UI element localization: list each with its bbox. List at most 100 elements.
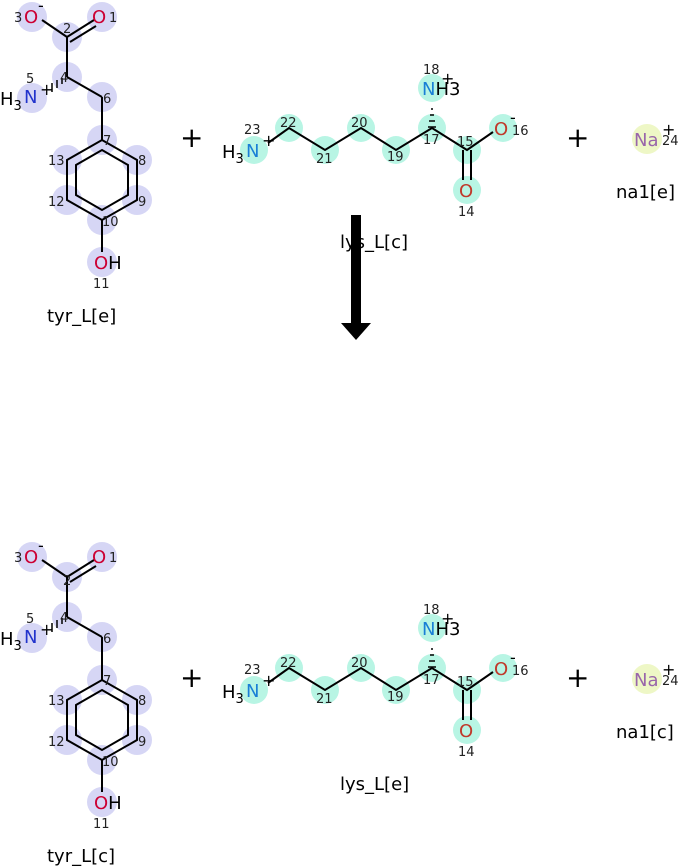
svg-text:23: 23 xyxy=(244,123,261,138)
svg-text:11: 11 xyxy=(93,277,110,292)
svg-text:8: 8 xyxy=(138,154,146,169)
svg-text:NH3: NH3 xyxy=(422,619,460,640)
svg-text:3: 3 xyxy=(14,11,22,26)
svg-text:+: + xyxy=(262,671,275,690)
svg-text:6: 6 xyxy=(103,92,111,107)
na-top-label: Na xyxy=(634,130,659,151)
svg-text:16: 16 xyxy=(512,124,529,139)
na-top-name: na1[e] xyxy=(616,182,675,203)
svg-text:14: 14 xyxy=(458,745,475,760)
svg-text:2: 2 xyxy=(63,22,71,37)
lys-n23-charge: + xyxy=(262,131,275,150)
lys-molecule-bottom: H3 N + NH3 + O - O 14 15 16 17 18 19 20 … xyxy=(222,603,529,795)
tyr-molecule-bottom: O O - H3 N + OH 1 2 3 4 5 6 7 8 9 10 11 … xyxy=(0,536,152,867)
svg-text:N: N xyxy=(246,681,259,702)
svg-text:12: 12 xyxy=(48,195,65,210)
svg-text:9: 9 xyxy=(138,735,146,750)
svg-text:20: 20 xyxy=(351,656,368,671)
svg-text:8: 8 xyxy=(138,694,146,709)
na-molecule-bottom: Na + 24 na1[c] xyxy=(616,660,679,743)
plus-sign-bottom-2: + xyxy=(566,661,589,694)
svg-text:9: 9 xyxy=(138,195,146,210)
lys-h3-label: H3 xyxy=(222,142,244,167)
svg-text:1: 1 xyxy=(109,11,117,26)
tyr-highlights xyxy=(17,2,152,277)
svg-text:22: 22 xyxy=(280,116,297,131)
svg-text:O: O xyxy=(494,659,508,680)
plus-sign-bottom-1: + xyxy=(180,661,203,694)
tyr-n-charge: + xyxy=(40,80,53,99)
svg-text:14: 14 xyxy=(458,205,475,220)
svg-text:22: 22 xyxy=(280,656,297,671)
svg-text:24: 24 xyxy=(662,674,679,689)
bottom-products: O O - H3 N + OH 1 2 3 4 5 6 7 8 9 10 11 … xyxy=(0,536,679,867)
svg-text:4: 4 xyxy=(60,71,68,86)
na-top-charge: + xyxy=(662,120,675,139)
svg-text:N: N xyxy=(24,627,37,648)
svg-text:O: O xyxy=(459,721,473,742)
tyr-o3-label: O xyxy=(24,7,38,28)
na-molecule-top: Na + 24 na1[e] xyxy=(616,120,679,203)
svg-text:+: + xyxy=(441,609,454,628)
svg-text:15: 15 xyxy=(457,675,474,690)
svg-text:+: + xyxy=(40,620,53,639)
na-bottom-label: Na xyxy=(634,670,659,691)
lys-n23-label: N xyxy=(246,141,259,162)
reaction-arrow xyxy=(341,215,371,340)
svg-text:10: 10 xyxy=(102,755,119,770)
svg-text:OH: OH xyxy=(94,793,122,814)
svg-text:1: 1 xyxy=(109,551,117,566)
svg-text:18: 18 xyxy=(423,603,440,618)
svg-text:10: 10 xyxy=(102,215,119,230)
lys-nh-charge: + xyxy=(441,69,454,88)
svg-text:-: - xyxy=(38,536,44,555)
svg-text:13: 13 xyxy=(48,694,65,709)
svg-text:17: 17 xyxy=(423,673,440,688)
svg-text:2: 2 xyxy=(63,574,71,589)
svg-text:18: 18 xyxy=(423,63,440,78)
svg-text:13: 13 xyxy=(48,154,65,169)
svg-text:21: 21 xyxy=(316,692,333,707)
svg-text:O: O xyxy=(92,547,106,568)
svg-text:5: 5 xyxy=(26,612,34,627)
tyr-bottom-name: tyr_L[c] xyxy=(47,846,115,867)
svg-text:12: 12 xyxy=(48,735,65,750)
tyr-top-name: tyr_L[e] xyxy=(47,306,116,327)
tyr-oh-label: OH xyxy=(94,253,122,274)
lys-o16-label: O xyxy=(494,119,508,140)
svg-text:24: 24 xyxy=(662,134,679,149)
svg-text:17: 17 xyxy=(423,133,440,148)
lys-molecule-top: H3 N + NH3 + O - O 14 15 16 17 18 19 20 … xyxy=(222,63,529,253)
svg-text:6: 6 xyxy=(103,632,111,647)
tyr-n-label: N xyxy=(24,87,37,108)
svg-text:11: 11 xyxy=(93,817,110,832)
plus-sign-top-1: + xyxy=(180,121,203,154)
lys-o14-label: O xyxy=(459,181,473,202)
svg-text:19: 19 xyxy=(387,690,404,705)
lys-top-name: lys_L[c] xyxy=(340,232,408,253)
svg-text:7: 7 xyxy=(103,134,111,149)
lys-o16-charge: - xyxy=(510,108,516,127)
svg-text:21: 21 xyxy=(316,152,333,167)
lys-bottom-name: lys_L[e] xyxy=(340,774,409,795)
svg-text:16: 16 xyxy=(512,664,529,679)
svg-text:H3: H3 xyxy=(222,682,244,707)
na-bottom-name: na1[c] xyxy=(616,722,674,743)
svg-text:O: O xyxy=(24,547,38,568)
svg-text:7: 7 xyxy=(103,674,111,689)
svg-text:15: 15 xyxy=(457,135,474,150)
svg-text:20: 20 xyxy=(351,116,368,131)
top-reactants: O O - H3 N + OH 1 2 3 4 5 6 7 8 9 10 11 … xyxy=(0,0,679,327)
na-bottom-charge: + xyxy=(662,660,675,679)
plus-sign-top-2: + xyxy=(566,121,589,154)
svg-text:23: 23 xyxy=(244,663,261,678)
svg-text:-: - xyxy=(510,648,516,667)
lys-nh-label: NH3 xyxy=(422,79,460,100)
tyr-o1-label: O xyxy=(92,7,106,28)
svg-text:4: 4 xyxy=(60,611,68,626)
svg-text:5: 5 xyxy=(26,72,34,87)
tyr-o3-charge: - xyxy=(38,0,44,15)
svg-text:3: 3 xyxy=(14,551,22,566)
tyr-molecule-top: O O - H3 N + OH 1 2 3 4 5 6 7 8 9 10 11 … xyxy=(0,0,152,327)
